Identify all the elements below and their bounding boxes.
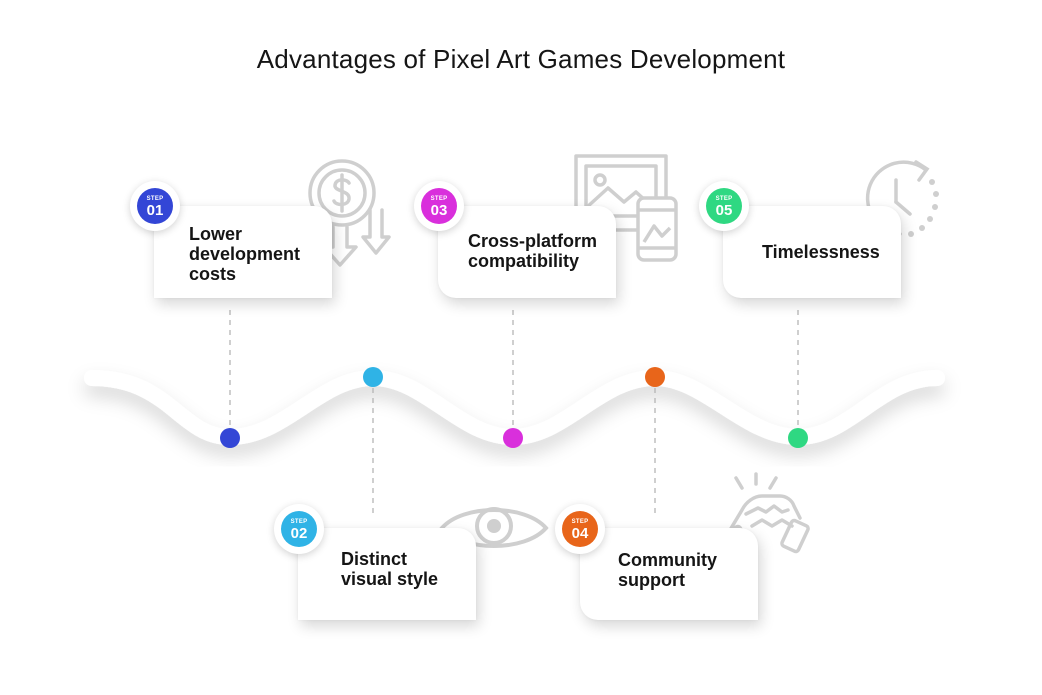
step-badge-fill: STEP 03 — [421, 188, 457, 224]
step-badge-fill: STEP 02 — [281, 511, 317, 547]
step-card-02 — [298, 528, 476, 620]
step-label-03: Cross-platform compatibility — [468, 231, 598, 271]
step-word: STEP — [146, 196, 164, 202]
dot-04 — [645, 367, 665, 387]
step-card-01 — [154, 206, 332, 298]
step-badge-fill: STEP 05 — [706, 188, 742, 224]
step-badge-04: STEP 04 — [555, 504, 605, 554]
step-badge-fill: STEP 01 — [137, 188, 173, 224]
step-card-04 — [580, 528, 758, 620]
step-number: 02 — [290, 525, 308, 542]
step-badge-02: STEP 02 — [274, 504, 324, 554]
step-number: 04 — [571, 525, 589, 542]
step-badge-03: STEP 03 — [414, 181, 464, 231]
dot-05 — [788, 428, 808, 448]
step-label-02: Distinct visual style — [341, 549, 439, 589]
connectors — [229, 310, 799, 518]
step-badge-05: STEP 05 — [699, 181, 749, 231]
dot-03 — [503, 428, 523, 448]
step-label-05: Timelessness — [762, 242, 880, 262]
step-number: 03 — [430, 202, 448, 219]
step-label-01: Lower development costs — [189, 224, 301, 284]
step-word: STEP — [290, 519, 308, 525]
step-card-05 — [723, 206, 901, 298]
step-badge-01: STEP 01 — [130, 181, 180, 231]
step-number: 05 — [715, 202, 733, 219]
dot-02 — [363, 367, 383, 387]
dot-01 — [220, 428, 240, 448]
step-label-04: Community support — [618, 550, 717, 590]
step-word: STEP — [571, 519, 589, 525]
step-badge-fill: STEP 04 — [562, 511, 598, 547]
step-word: STEP — [715, 196, 733, 202]
page-title: Advantages of Pixel Art Games Developmen… — [256, 44, 786, 74]
step-word: STEP — [430, 196, 448, 202]
dollar-down-icon — [308, 159, 391, 267]
step-card-03 — [438, 206, 616, 298]
devices-image-icon — [574, 154, 678, 262]
step-number: 01 — [146, 202, 164, 219]
